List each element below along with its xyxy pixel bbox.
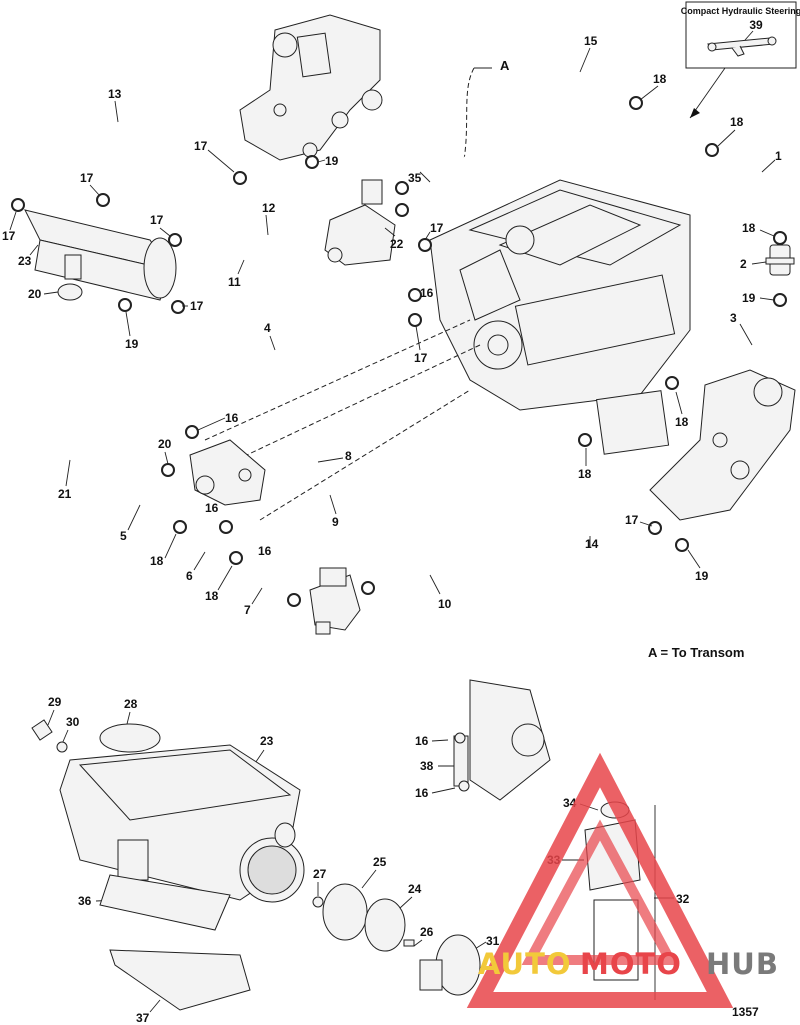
- callout: 17: [190, 299, 204, 313]
- callout: 24: [408, 882, 422, 896]
- callout: 18: [150, 554, 164, 568]
- callout: 25: [373, 855, 387, 869]
- callout: 23: [260, 734, 274, 748]
- callout: 16: [415, 786, 429, 800]
- callout: 14: [585, 537, 599, 551]
- callout: 31: [486, 934, 500, 948]
- watermark-moto: MOTO: [580, 947, 682, 981]
- callout: 32: [676, 892, 690, 906]
- heat-exchanger-top: [24, 209, 177, 301]
- callout: 12: [262, 201, 276, 215]
- callout: 1: [775, 149, 782, 163]
- bolt-26: [403, 939, 415, 947]
- callout: 18: [653, 72, 667, 86]
- callout: 6: [186, 569, 193, 583]
- end-plate-25: [322, 883, 368, 941]
- inset-title: Compact Hydraulic Steering: [681, 6, 800, 16]
- callout: 18: [742, 221, 756, 235]
- callout: 4: [264, 321, 271, 335]
- callout: 23: [18, 254, 32, 268]
- callout: 19: [325, 154, 339, 168]
- callout: 30: [66, 715, 80, 729]
- steering-fitting-icon: [707, 36, 777, 57]
- callout: 28: [124, 697, 138, 711]
- seawater-pump: [324, 179, 396, 266]
- callout: 16: [225, 411, 239, 425]
- callout: 19: [695, 569, 709, 583]
- hoses: [11, 68, 792, 602]
- callout: 29: [48, 695, 62, 709]
- callout: 8: [345, 449, 352, 463]
- callout: 5: [120, 529, 127, 543]
- callout: 16: [420, 286, 434, 300]
- watermark: AUTO MOTO HUB: [466, 752, 779, 1008]
- callout: 18: [675, 415, 689, 429]
- callout: 17: [430, 221, 444, 235]
- callout: 16: [205, 501, 219, 515]
- inset-compact-hydraulic-steering: Compact Hydraulic Steering 39: [681, 1, 800, 119]
- callout: 9: [332, 515, 339, 529]
- watermark-hub: HUB: [706, 947, 779, 981]
- callout: 27: [313, 867, 327, 881]
- legend-note: A = To Transom: [648, 645, 744, 660]
- watermark-auto: AUTO: [478, 947, 572, 981]
- fill-cap-29: [31, 719, 68, 753]
- callout: 36: [78, 894, 92, 908]
- callout: 17: [625, 513, 639, 527]
- inset-part-number: 39: [749, 18, 763, 32]
- end-plate-24: [364, 898, 406, 952]
- callout: 17: [414, 351, 428, 365]
- callout: 18: [730, 115, 744, 129]
- callout: 3: [730, 311, 737, 325]
- callout: 2: [740, 257, 747, 271]
- exhaust-manifold-right: [595, 369, 796, 521]
- callout: 16: [258, 544, 272, 558]
- hose-38-assembly: [453, 679, 551, 801]
- callout: 13: [108, 87, 122, 101]
- water-pump: [189, 439, 266, 506]
- callout: 10: [438, 597, 452, 611]
- engine-block: [429, 179, 691, 411]
- callout: 17: [2, 229, 16, 243]
- callout: 7: [244, 603, 251, 617]
- figure-number: 1357: [732, 1005, 759, 1019]
- annotation-a: A: [500, 58, 510, 73]
- callout: 20: [28, 287, 42, 301]
- callout: 38: [420, 759, 434, 773]
- callout: 18: [205, 589, 219, 603]
- cap-20-top: [57, 283, 83, 301]
- callout: 17: [150, 213, 164, 227]
- callout: 26: [420, 925, 434, 939]
- callout: 19: [742, 291, 756, 305]
- callout: 17: [80, 171, 94, 185]
- callout: 11: [228, 275, 241, 289]
- callout: 37: [136, 1011, 150, 1025]
- fitting-2: [765, 244, 795, 276]
- clamp-31: [419, 934, 481, 996]
- callout: 20: [158, 437, 172, 451]
- callout: 17: [194, 139, 208, 153]
- callout: 21: [58, 487, 72, 501]
- callout: 16: [415, 734, 429, 748]
- thermostat-housing: [309, 567, 361, 635]
- callout: 18: [578, 467, 592, 481]
- washer-27: [312, 896, 324, 908]
- callout: 22: [390, 237, 404, 251]
- callout: 35: [408, 171, 422, 185]
- callout: 15: [584, 34, 598, 48]
- callout: 19: [125, 337, 139, 351]
- exhaust-manifold-upper: [239, 14, 383, 161]
- heat-exchanger-exploded: [59, 723, 305, 1011]
